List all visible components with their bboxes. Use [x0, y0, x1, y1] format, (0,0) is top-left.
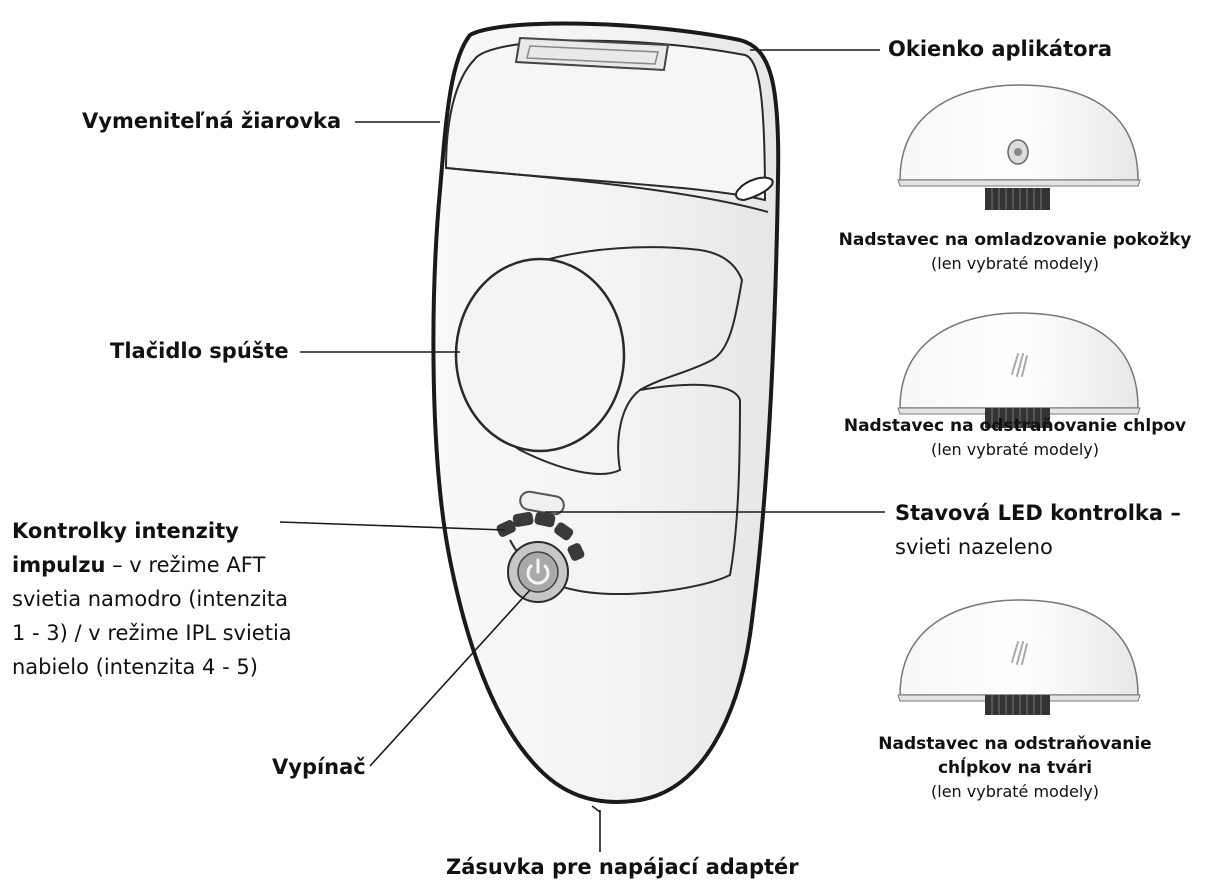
label-power-switch: Vypínač — [272, 755, 366, 779]
status-led — [519, 490, 565, 516]
intensity-led-1 — [496, 520, 516, 537]
hair-removal-stripes-icon — [1011, 353, 1028, 377]
callout-line-power — [369, 589, 531, 767]
skin-rejuvenation-sensor-icon — [1007, 139, 1029, 165]
intensity-leds — [496, 511, 585, 561]
label-replaceable-bulb: Vymeniteľná žiarovka — [82, 109, 342, 133]
label-status-led: Stavová LED kontrolka – svieti nazeleno — [895, 496, 1181, 564]
intensity-line-3: svietia namodro (intenzita — [12, 587, 289, 611]
status-led-title: Stavová LED kontrolka – — [895, 501, 1181, 525]
attachment-hair-removal — [897, 312, 1141, 428]
facial-hair-stripes-icon — [1011, 641, 1028, 665]
caption-attachment-1-title: Nadstavec na omladzovanie pokožky — [838, 230, 1192, 250]
attachment-skin-rejuvenation — [897, 84, 1141, 210]
applicator-window-inner — [526, 45, 659, 65]
intensity-led-5 — [567, 543, 585, 561]
status-led-sub: svieti nazeleno — [895, 535, 1053, 559]
label-intensity: Kontrolky intenzity impulzu – v režime A… — [12, 514, 292, 684]
intensity-led-4 — [554, 522, 574, 541]
intensity-line-2: impulzu – v režime AFT — [12, 548, 292, 582]
applicator-window — [514, 36, 670, 72]
caption-attachment-2-note: (len vybraté modely) — [931, 440, 1099, 459]
caption-attachment-3: Nadstavec na odstraňovanie chĺpkov na tv… — [815, 732, 1212, 803]
label-power-socket: Zásuvka pre napájací adaptér — [446, 855, 799, 879]
intensity-line-4: 1 - 3) / v režime IPL svietia — [12, 621, 292, 645]
caption-attachment-3-title-1: Nadstavec na odstraňovanie — [878, 734, 1152, 754]
trigger-button — [454, 257, 626, 453]
intensity-line-2-rest: – v režime AFT — [105, 553, 266, 577]
intensity-line-5: nabielo (intenzita 4 - 5) — [12, 655, 258, 679]
callout-line-intensity — [279, 521, 506, 531]
intensity-led-3 — [534, 511, 556, 528]
label-trigger-button: Tlačidlo spúšte — [110, 339, 289, 363]
caption-attachment-3-title-2: chĺpkov na tvári — [937, 758, 1093, 778]
side-slot — [735, 176, 774, 202]
attachment-facial-hair — [897, 599, 1141, 715]
caption-attachment-1: Nadstavec na omladzovanie pokožky (len v… — [815, 228, 1212, 275]
label-applicator-window: Okienko aplikátora — [888, 37, 1113, 61]
caption-attachment-2: Nadstavec na odstraňovanie chlpov (len v… — [815, 414, 1212, 461]
caption-attachment-1-note: (len vybraté modely) — [931, 254, 1099, 273]
socket-tick — [591, 805, 601, 813]
intensity-title-line-1: Kontrolky intenzity — [12, 519, 239, 543]
head-seam — [445, 167, 769, 213]
intensity-led-2 — [512, 511, 534, 527]
caption-attachment-2-title: Nadstavec na odstraňovanie chlpov — [843, 416, 1187, 436]
intensity-title-line-2: impulzu — [12, 553, 106, 577]
caption-attachment-3-note: (len vybraté modely) — [931, 782, 1099, 801]
lamp-head — [444, 39, 767, 202]
trigger-panel — [469, 246, 744, 475]
power-icon — [526, 558, 550, 585]
